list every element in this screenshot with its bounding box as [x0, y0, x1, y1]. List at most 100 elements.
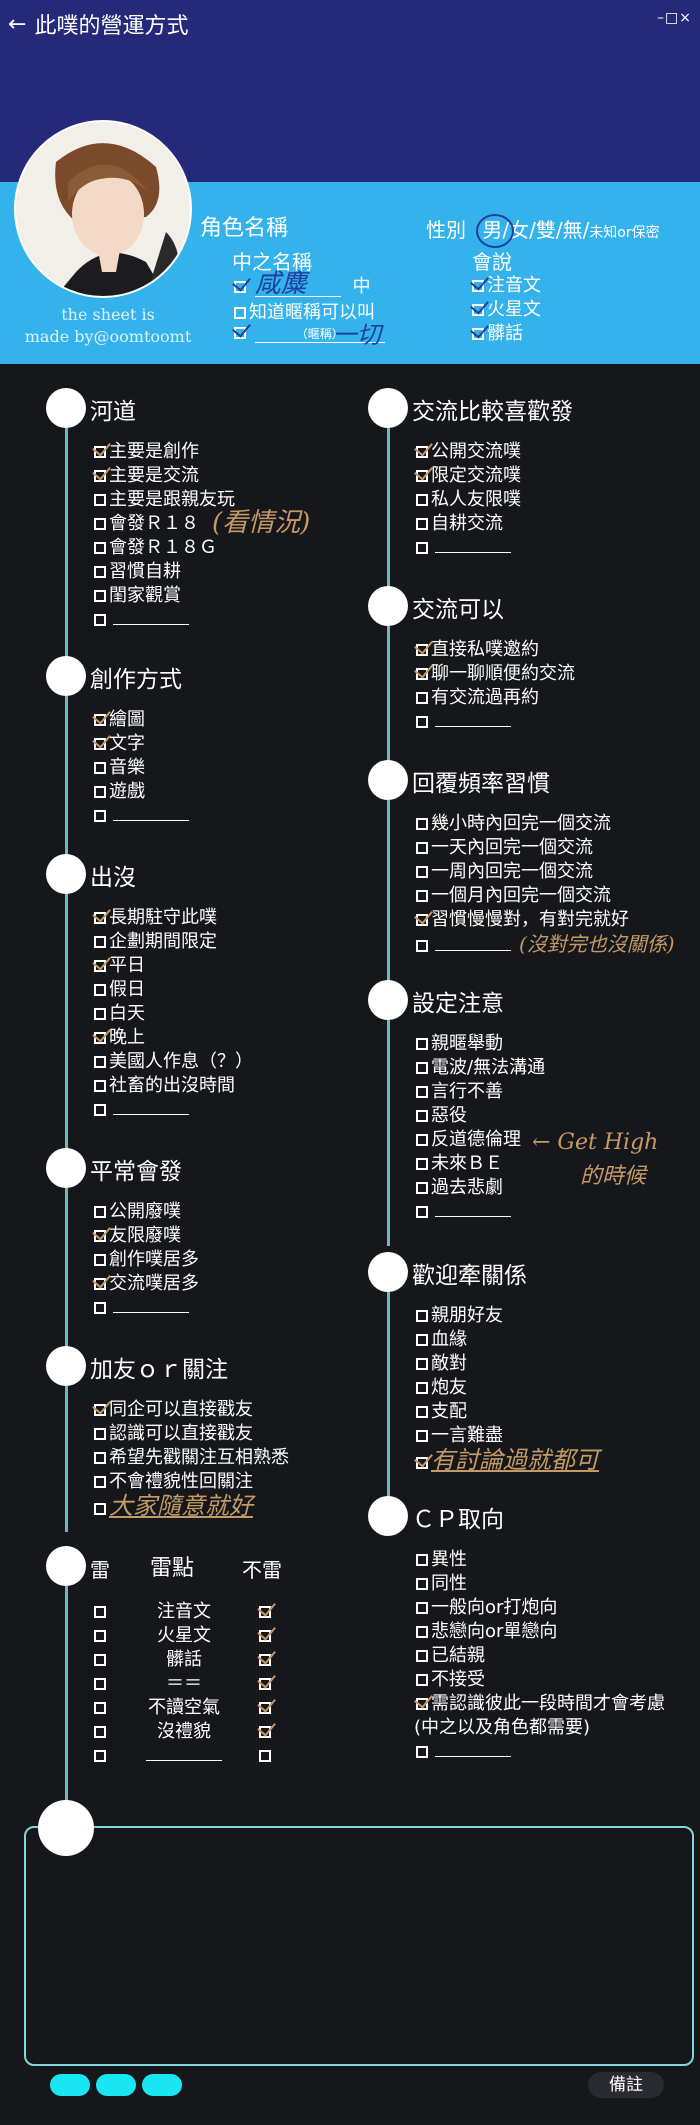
option-checkbox[interactable]: [94, 786, 106, 798]
thunder-checkbox[interactable]: [94, 1726, 106, 1738]
not-thunder-checkbox[interactable]: [259, 1678, 271, 1690]
option-checkbox[interactable]: [416, 1134, 428, 1146]
option-checkbox[interactable]: [416, 1062, 428, 1074]
option-checkbox[interactable]: [416, 818, 428, 830]
speak-checkbox[interactable]: [472, 304, 484, 316]
nickname-checkbox[interactable]: [234, 307, 246, 319]
not-thunder-checkbox[interactable]: [259, 1654, 271, 1666]
option-checkbox[interactable]: [94, 984, 106, 996]
option-checkbox[interactable]: [416, 542, 428, 554]
option-checkbox[interactable]: [416, 1650, 428, 1662]
thunder-checkbox[interactable]: [94, 1750, 106, 1762]
speak-checkbox[interactable]: [472, 280, 484, 292]
window-controls[interactable]: –□×: [657, 10, 692, 26]
thunder-checkbox[interactable]: [94, 1654, 106, 1666]
nickname-field[interactable]: （暱稱） 一切: [254, 321, 385, 349]
option-checkbox[interactable]: [94, 1428, 106, 1440]
option-checkbox[interactable]: [94, 1254, 106, 1266]
option-checkbox[interactable]: [94, 762, 106, 774]
option-checkbox[interactable]: [94, 1056, 106, 1068]
option-checkbox[interactable]: [94, 614, 106, 626]
option-checkbox[interactable]: [416, 1382, 428, 1394]
option-checkbox[interactable]: [416, 866, 428, 878]
thunder-checkbox[interactable]: [94, 1630, 106, 1642]
option-checkbox[interactable]: [94, 738, 106, 750]
option-checkbox[interactable]: [416, 494, 428, 506]
option-checkbox[interactable]: [416, 1746, 428, 1758]
back-arrow-icon[interactable]: ←: [8, 11, 27, 37]
option-checkbox[interactable]: [416, 446, 428, 458]
option-checkbox[interactable]: [416, 1626, 428, 1638]
blank-field[interactable]: [113, 1114, 189, 1115]
option-checkbox[interactable]: [416, 1406, 428, 1418]
remarks-box[interactable]: [24, 1826, 694, 2066]
option-checkbox[interactable]: [94, 1503, 106, 1515]
option-checkbox[interactable]: [94, 446, 106, 458]
option-checkbox[interactable]: [416, 1698, 428, 1710]
option-checkbox[interactable]: [416, 1110, 428, 1122]
option-checkbox[interactable]: [94, 1230, 106, 1242]
option-checkbox[interactable]: [416, 1334, 428, 1346]
option-checkbox[interactable]: [94, 1452, 106, 1464]
not-thunder-checkbox[interactable]: [259, 1630, 271, 1642]
cn-name-checkbox[interactable]: [234, 281, 246, 293]
option-checkbox[interactable]: [94, 936, 106, 948]
speak-checkbox[interactable]: [472, 328, 484, 340]
option-checkbox[interactable]: [94, 1008, 106, 1020]
not-thunder-checkbox[interactable]: [259, 1750, 271, 1762]
blank-field[interactable]: [146, 1760, 222, 1761]
option-checkbox[interactable]: [94, 590, 106, 602]
option-checkbox[interactable]: [94, 518, 106, 530]
option-checkbox[interactable]: [416, 1086, 428, 1098]
option-checkbox[interactable]: [416, 1358, 428, 1370]
option-checkbox[interactable]: [416, 1554, 428, 1566]
option-checkbox[interactable]: [416, 518, 428, 530]
option-checkbox[interactable]: [416, 1602, 428, 1614]
thunder-checkbox[interactable]: [94, 1702, 106, 1714]
page-pill-3[interactable]: [142, 2074, 182, 2096]
option-checkbox[interactable]: [416, 1430, 428, 1442]
option-checkbox[interactable]: [94, 1032, 106, 1044]
thunder-checkbox[interactable]: [94, 1606, 106, 1618]
option-checkbox[interactable]: [94, 542, 106, 554]
option-checkbox[interactable]: [94, 1404, 106, 1416]
page-pill-2[interactable]: [96, 2074, 136, 2096]
option-checkbox[interactable]: [416, 1310, 428, 1322]
blank-field[interactable]: [435, 950, 511, 951]
option-checkbox[interactable]: [94, 1104, 106, 1116]
option-checkbox[interactable]: [416, 842, 428, 854]
not-thunder-checkbox[interactable]: [259, 1726, 271, 1738]
option-checkbox[interactable]: [416, 1038, 428, 1050]
option-checkbox[interactable]: [416, 914, 428, 926]
option-checkbox[interactable]: [416, 1457, 428, 1469]
option-checkbox[interactable]: [416, 1578, 428, 1590]
option-checkbox[interactable]: [416, 668, 428, 680]
option-checkbox[interactable]: [94, 1080, 106, 1092]
option-checkbox[interactable]: [94, 1302, 106, 1314]
option-checkbox[interactable]: [416, 1206, 428, 1218]
option-checkbox[interactable]: [416, 1158, 428, 1170]
option-checkbox[interactable]: [94, 1476, 106, 1488]
option-checkbox[interactable]: [94, 1278, 106, 1290]
option-checkbox[interactable]: [416, 470, 428, 482]
option-checkbox[interactable]: [416, 890, 428, 902]
option-checkbox[interactable]: [416, 716, 428, 728]
option-checkbox[interactable]: [94, 912, 106, 924]
option-checkbox[interactable]: [94, 1206, 106, 1218]
blank-field[interactable]: [435, 552, 511, 553]
option-checkbox[interactable]: [94, 810, 106, 822]
nickname-value-checkbox[interactable]: [234, 327, 246, 339]
option-checkbox[interactable]: [94, 470, 106, 482]
blank-field[interactable]: [435, 1216, 511, 1217]
not-thunder-checkbox[interactable]: [259, 1606, 271, 1618]
option-checkbox[interactable]: [94, 714, 106, 726]
blank-field[interactable]: [435, 726, 511, 727]
option-checkbox[interactable]: [94, 494, 106, 506]
option-checkbox[interactable]: [416, 644, 428, 656]
page-pill-1[interactable]: [50, 2074, 90, 2096]
blank-field[interactable]: [113, 820, 189, 821]
option-checkbox[interactable]: [94, 960, 106, 972]
option-checkbox[interactable]: [94, 566, 106, 578]
option-checkbox[interactable]: [416, 1182, 428, 1194]
option-checkbox[interactable]: [416, 1674, 428, 1686]
